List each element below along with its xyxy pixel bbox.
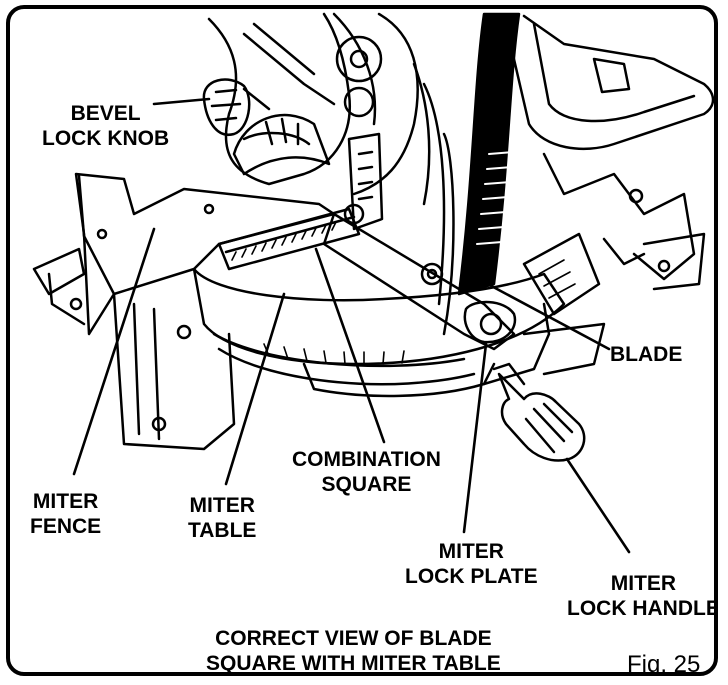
miter-table xyxy=(192,267,566,386)
miter-lock-handle xyxy=(492,362,586,462)
label-miter-fence: MITER FENCE xyxy=(30,490,102,538)
label-combination-square: COMBINATION SQUARE xyxy=(292,448,441,496)
leader-miter-lock-handle xyxy=(565,457,631,554)
saw-blade xyxy=(412,12,521,336)
label-blade: BLADE xyxy=(610,343,683,366)
label-bevel-lock-knob: BEVEL LOCK KNOB xyxy=(42,102,170,150)
bevel-lock-knob xyxy=(202,78,271,136)
miter-saw-illustration xyxy=(32,12,714,554)
figure-number: Fig. 25 xyxy=(627,651,701,676)
leader-blade xyxy=(467,272,611,351)
label-miter-lock-plate: MITER LOCK PLATE xyxy=(405,540,538,588)
saw-base xyxy=(112,292,606,451)
miter-detent-scale xyxy=(522,232,601,316)
figure-caption: CORRECT VIEW OF BLADE SQUARE WITH MITER … xyxy=(206,627,501,675)
miter-lock-plate xyxy=(322,212,517,351)
saw-handle xyxy=(502,14,714,291)
leader-combination-square xyxy=(314,247,386,444)
leader-bevel-lock-knob xyxy=(152,97,211,106)
leader-lines xyxy=(72,97,631,554)
figure-frame: BEVEL LOCK KNOB BLADE COMBINATION SQUARE… xyxy=(6,5,718,676)
leader-miter-lock-plate xyxy=(462,342,488,534)
miter-fence xyxy=(32,172,336,336)
leader-miter-table xyxy=(224,292,286,486)
leader-miter-fence xyxy=(72,227,156,476)
label-miter-table: MITER TABLE xyxy=(188,494,257,542)
bevel-scale xyxy=(232,113,331,176)
label-miter-lock-handle: MITER LOCK HANDLE xyxy=(567,572,718,620)
